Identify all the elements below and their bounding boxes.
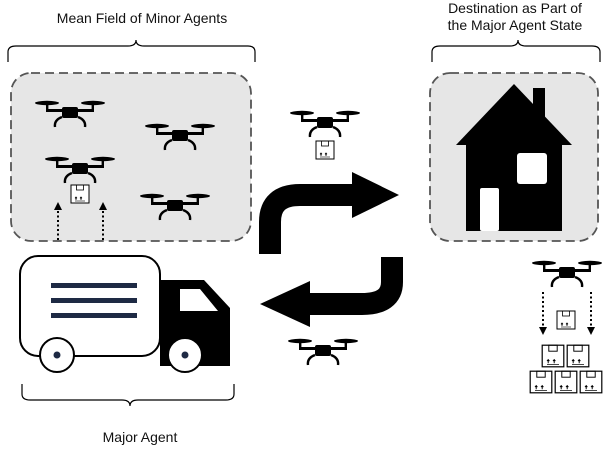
major-agent-bracket [21, 384, 235, 407]
dotted-arrow-icon [539, 292, 547, 335]
minor-agents-label: Mean Field of Minor Agents [56, 10, 228, 26]
package-icon [541, 344, 565, 368]
drone-icon [530, 259, 604, 289]
drone-icon [288, 109, 362, 139]
package-icon [70, 184, 90, 204]
destination-label-line1: Destination as Part of [448, 0, 582, 16]
package-icon [529, 370, 553, 394]
package-icon [315, 140, 335, 160]
house-icon [456, 84, 572, 231]
minor-agents-bracket [7, 39, 256, 62]
package-icon [554, 370, 578, 394]
package-icon [579, 370, 603, 394]
minor-agents-panel [10, 72, 252, 242]
drone-icon [286, 337, 360, 367]
truck-icon [19, 255, 230, 373]
destination-bracket [431, 39, 601, 62]
destination-label-line2: the Major Agent State [447, 17, 583, 33]
package-icon [556, 310, 576, 330]
dotted-arrow-icon [54, 202, 62, 240]
dotted-arrow-icon [99, 202, 107, 240]
dotted-arrow-icon [587, 292, 595, 335]
destination-label: Destination as Part of the Major Agent S… [425, 0, 605, 34]
package-stack [529, 344, 603, 394]
package-icon [566, 344, 590, 368]
arrow-left-icon [260, 257, 403, 327]
major-agent-label: Major Agent [102, 429, 178, 445]
arrow-right-icon [259, 172, 399, 254]
